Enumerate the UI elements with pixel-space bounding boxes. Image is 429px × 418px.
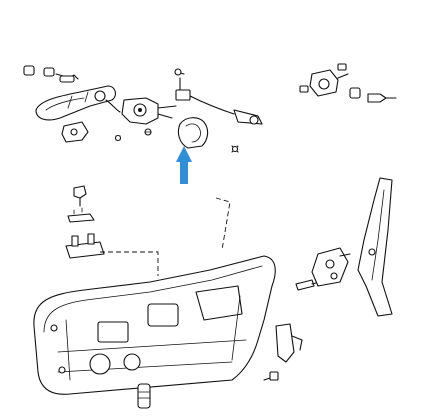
- top-clip: [73, 185, 87, 207]
- key-lock-cylinder: [23, 65, 79, 83]
- regulator-screw: [263, 371, 279, 381]
- lock-small-clip: [337, 63, 361, 99]
- mounting-bracket: [65, 233, 105, 259]
- handle-mounting-plate: [61, 121, 89, 143]
- outer-door-handle: [35, 85, 121, 121]
- latch-mechanism: [121, 97, 177, 125]
- door-bolt: [137, 383, 151, 409]
- door-inner-panel: [33, 255, 276, 395]
- washer-right: [231, 145, 239, 153]
- washer: [144, 128, 152, 136]
- up-arrow-icon: [176, 146, 192, 184]
- lock-key: [367, 93, 397, 103]
- door-hinge: [311, 247, 351, 287]
- release-cable: [175, 89, 263, 125]
- door-frame-pillar: [357, 177, 393, 317]
- door-lock-housing: [299, 69, 349, 97]
- spring-clip: [67, 207, 95, 223]
- leader-line-bracket: [100, 251, 159, 276]
- leader-line-center: [215, 197, 231, 251]
- small-screw: [114, 134, 122, 142]
- window-regulator-bracket: [275, 323, 303, 363]
- inner-handle-bezel: [177, 117, 209, 149]
